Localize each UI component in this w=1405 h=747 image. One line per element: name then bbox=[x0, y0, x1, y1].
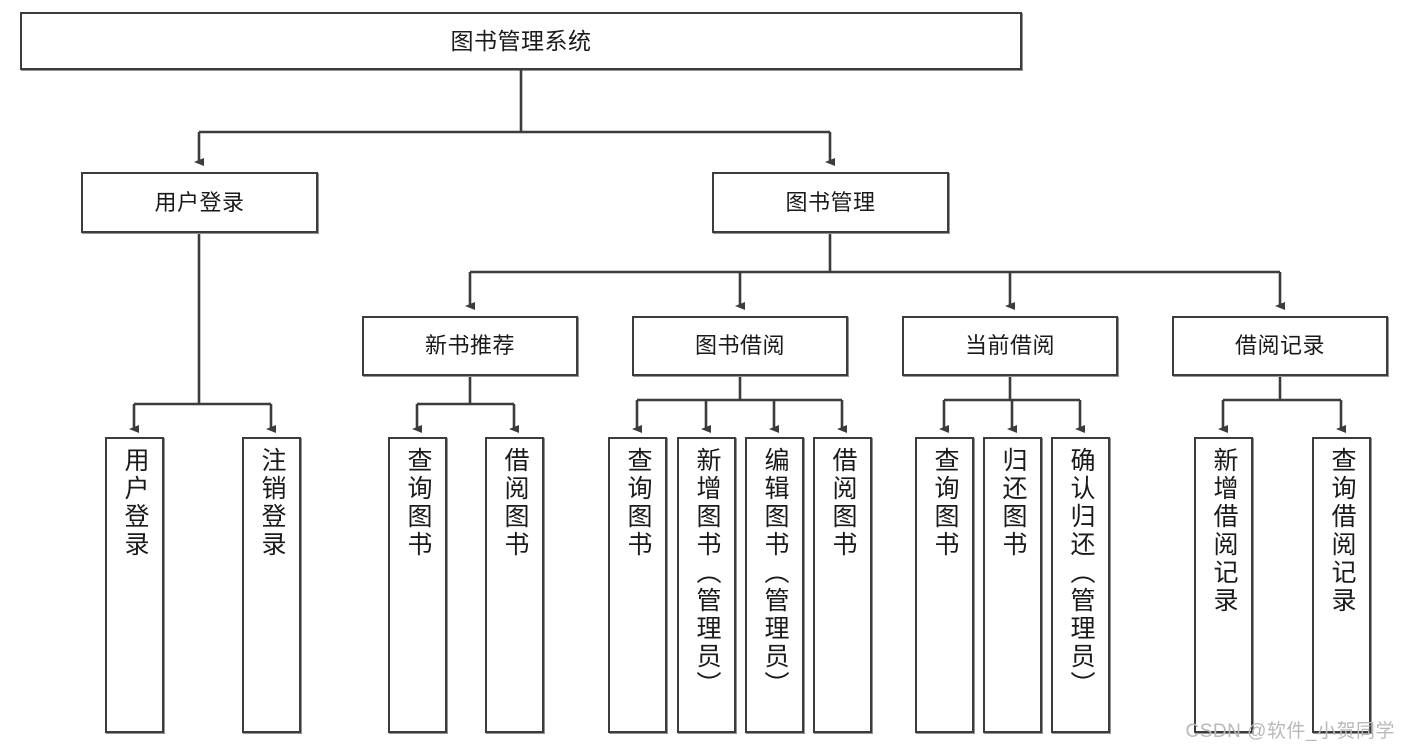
node-label: 编辑图书（管理员） bbox=[761, 447, 789, 699]
node-new-book-recommend[interactable]: 新书推荐 bbox=[362, 316, 578, 376]
node-label: 查询图书 bbox=[931, 447, 959, 559]
node-label: 注销登录 bbox=[258, 447, 286, 559]
leaf-new-book-borrow-book[interactable]: 借阅图书 bbox=[485, 437, 544, 733]
node-label: 借阅图书 bbox=[829, 447, 857, 559]
node-label: 借阅记录 bbox=[1234, 333, 1325, 359]
node-label: 用户登录 bbox=[154, 189, 245, 215]
node-label: 图书借阅 bbox=[694, 333, 785, 359]
leaf-current-borrow-confirm-return[interactable]: 确认归还（管理员） bbox=[1051, 437, 1110, 733]
leaf-book-borrow-query-book[interactable]: 查询图书 bbox=[608, 437, 667, 733]
node-label: 查询借阅记录 bbox=[1328, 447, 1356, 615]
node-label: 当前借阅 bbox=[964, 333, 1055, 359]
node-label: 图书管理 bbox=[785, 189, 876, 215]
node-current-borrow[interactable]: 当前借阅 bbox=[902, 316, 1118, 376]
node-book-borrow[interactable]: 图书借阅 bbox=[632, 316, 848, 376]
node-label: 用户登录 bbox=[121, 447, 149, 559]
node-user-login[interactable]: 用户登录 bbox=[81, 172, 318, 233]
leaf-user-login-logout[interactable]: 注销登录 bbox=[242, 437, 301, 733]
leaf-book-borrow-edit-book[interactable]: 编辑图书（管理员） bbox=[745, 437, 804, 733]
leaf-current-borrow-return-book[interactable]: 归还图书 bbox=[983, 437, 1042, 733]
node-borrow-record[interactable]: 借阅记录 bbox=[1172, 316, 1388, 376]
leaf-user-login-login[interactable]: 用户登录 bbox=[105, 437, 164, 733]
leaf-new-book-query-book[interactable]: 查询图书 bbox=[388, 437, 447, 733]
node-label: 新书推荐 bbox=[424, 333, 515, 359]
node-label: 确认归还（管理员） bbox=[1067, 447, 1095, 699]
node-root-book-management-system[interactable]: 图书管理系统 bbox=[20, 12, 1022, 70]
leaf-current-borrow-query-book[interactable]: 查询图书 bbox=[915, 437, 974, 733]
csdn-watermark: CSDN @软件_小贺同学 bbox=[1185, 721, 1395, 742]
node-label: 新增图书（管理员） bbox=[693, 447, 721, 699]
node-label: 查询图书 bbox=[404, 447, 432, 559]
leaf-borrow-record-query-record[interactable]: 查询借阅记录 bbox=[1312, 437, 1371, 733]
node-label: 借阅图书 bbox=[501, 447, 529, 559]
node-book-management[interactable]: 图书管理 bbox=[712, 172, 949, 233]
node-label: 归还图书 bbox=[999, 447, 1027, 559]
leaf-book-borrow-add-book[interactable]: 新增图书（管理员） bbox=[677, 437, 736, 733]
leaf-borrow-record-add-record[interactable]: 新增借阅记录 bbox=[1194, 437, 1253, 733]
node-label: 查询图书 bbox=[624, 447, 652, 559]
leaf-book-borrow-borrow-book[interactable]: 借阅图书 bbox=[813, 437, 872, 733]
node-label: 图书管理系统 bbox=[450, 27, 592, 54]
node-label: 新增借阅记录 bbox=[1210, 447, 1238, 615]
